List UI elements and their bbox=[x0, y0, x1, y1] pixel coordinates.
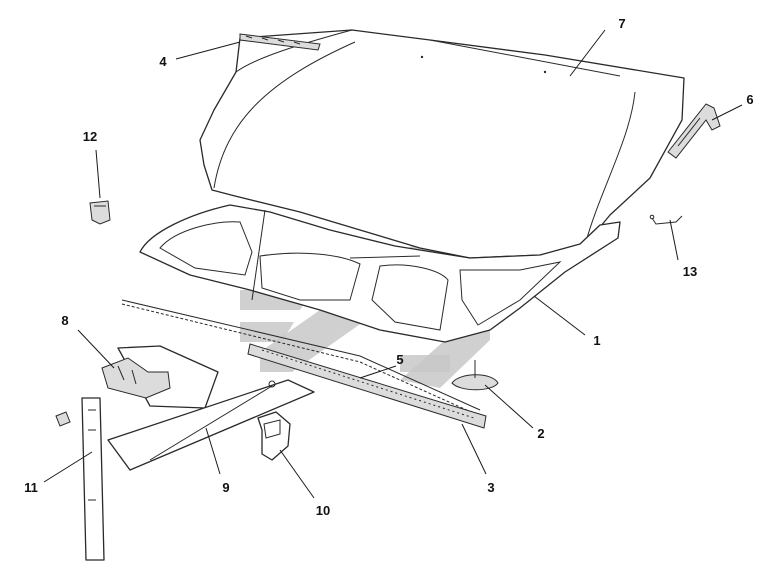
callout-1: 1 bbox=[593, 333, 600, 348]
callout-labels: 7 4 6 12 13 1 5 8 2 3 9 10 11 bbox=[24, 16, 753, 518]
callout-4: 4 bbox=[159, 54, 167, 69]
callout-12: 12 bbox=[83, 129, 97, 144]
callout-2: 2 bbox=[537, 426, 544, 441]
hood-lower-seal bbox=[247, 343, 487, 429]
callout-9: 9 bbox=[222, 480, 229, 495]
hood-hinge bbox=[667, 103, 721, 159]
hood-inner-frame bbox=[139, 204, 621, 343]
leader-lines bbox=[43, 29, 743, 499]
retaining-clip bbox=[649, 214, 683, 225]
callout-11: 11 bbox=[24, 480, 38, 495]
hood-latch bbox=[101, 345, 219, 409]
rubber-stopper bbox=[89, 200, 111, 225]
callout-8: 8 bbox=[61, 313, 68, 328]
callout-6: 6 bbox=[746, 92, 753, 107]
hood-seal bbox=[121, 299, 481, 417]
hood-front-seal-strip bbox=[239, 33, 321, 51]
callout-10: 10 bbox=[316, 503, 330, 518]
callout-7: 7 bbox=[618, 16, 625, 31]
hood-prop-rod bbox=[55, 397, 105, 561]
catch-bracket bbox=[257, 411, 291, 461]
callout-3: 3 bbox=[487, 480, 494, 495]
hood-outer-panel bbox=[199, 29, 685, 259]
callout-13: 13 bbox=[683, 264, 697, 279]
release-cable bbox=[107, 379, 315, 471]
callout-5: 5 bbox=[396, 352, 403, 367]
